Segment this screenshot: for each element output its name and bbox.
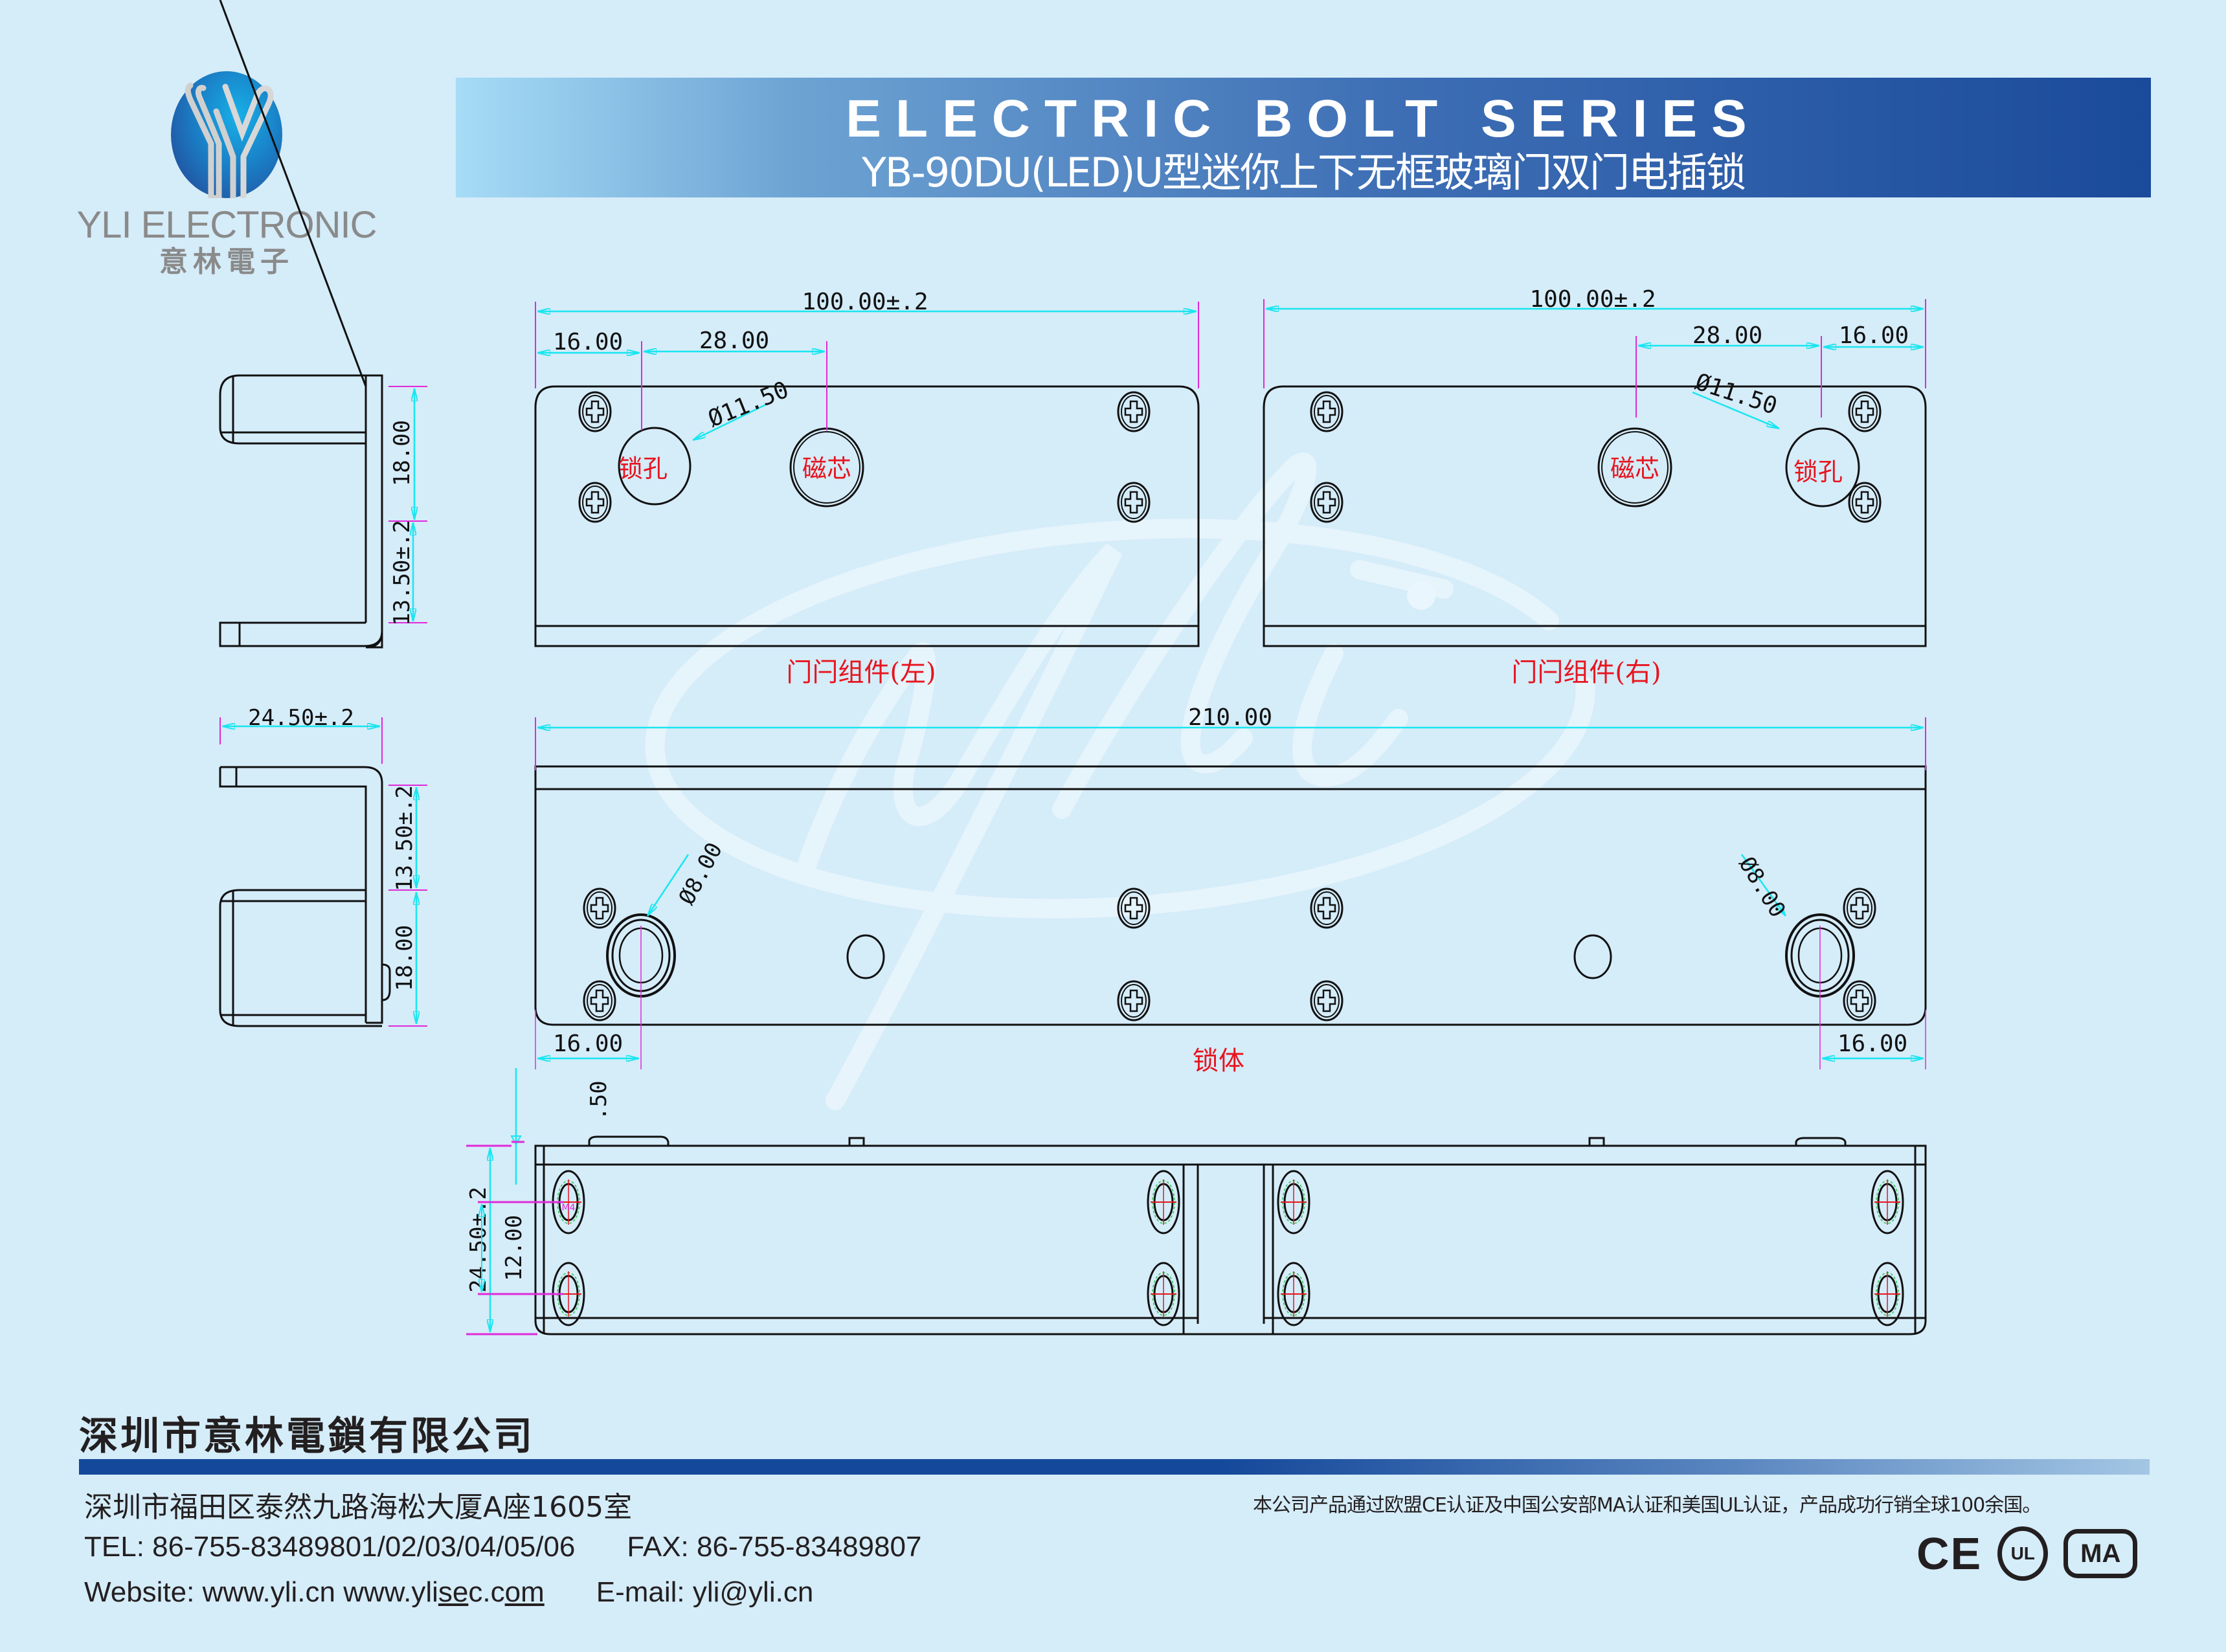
dim-led-left: Ø8.00 <box>674 838 728 909</box>
screw-icon <box>1117 980 1151 1021</box>
dim-gap-050: .50 <box>586 1080 612 1120</box>
m4-screw-hole-icon <box>1871 1262 1904 1326</box>
latch-left: 锁孔 磁芯 100.00±.2 16.00 28.00 Ø11.50 门闩组件(… <box>534 289 1200 687</box>
certification-logos: CE UL MA <box>1917 1526 2138 1581</box>
dim-side-bottom-2450: 24.50±.2 <box>248 705 354 731</box>
screw-icon <box>578 391 612 432</box>
dim-side-bottom-1350: 13.50±.2 <box>392 785 418 891</box>
m4-screw-hole-icon <box>1147 1262 1180 1326</box>
screw-icon <box>1848 391 1882 432</box>
magnet-core <box>1597 427 1672 508</box>
ul-mark-icon: UL <box>1997 1526 2049 1581</box>
m4-screw-hole-icon <box>1147 1170 1180 1234</box>
dim-latch-left-16: 16.00 <box>553 329 623 355</box>
side-view-bottom-dims: 24.50±.2 13.50±.2 18.00 <box>219 705 427 1027</box>
contact-phone-fax: TEL: 86-755-83489801/02/03/04/05/06 FAX: … <box>84 1531 921 1563</box>
bottom-view <box>534 1135 1927 1335</box>
footer-divider <box>79 1459 2150 1475</box>
dim-latch-left-diameter: Ø11.50 <box>704 377 793 433</box>
m4-screw-hole-icon <box>1277 1170 1310 1234</box>
logo-brand-name: YLI ELECTRONIC <box>76 204 377 246</box>
dim-lock-body-width: 210.00 <box>1188 704 1272 731</box>
dim-side-bottom-18: 18.00 <box>392 925 418 991</box>
company-logo: YLI ELECTRONIC 意林電子 <box>71 71 382 280</box>
screw-icon <box>578 482 612 523</box>
latch-left-label: 门闩组件(左) <box>786 658 936 687</box>
latch-right: 磁芯 锁孔 100.00±.2 28.00 16.00 Ø11.50 门闩组件(… <box>1263 286 1927 687</box>
certification-note: 本公司产品通过欧盟CE认证及中国公安部MA认证和美国UL认证，产品成功行销全球1… <box>1253 1494 2041 1517</box>
dim-latch-right-diameter: Ø11.50 <box>1692 369 1780 420</box>
ma-mark-icon: MA <box>2063 1529 2138 1578</box>
dim-side-top-1350: 13.50±.2 <box>389 520 415 626</box>
website-text-underlined: om <box>504 1576 545 1608</box>
telephone: TEL: 86-755-83489801/02/03/04/05/06 <box>84 1531 576 1563</box>
mount-hole <box>1573 934 1612 979</box>
contact-web-email: Website: www.yli.cn www.ylisec.com E-mail… <box>84 1576 813 1609</box>
lock-hole <box>1785 427 1860 508</box>
label-magnet-core-left: 磁芯 <box>802 454 851 483</box>
label-lock-hole-right: 锁孔 <box>1793 458 1843 486</box>
screw-icon <box>1843 980 1876 1021</box>
watermark-dot <box>1407 581 1435 610</box>
screw-icon <box>583 980 616 1021</box>
series-title: ELECTRIC BOLT SERIES <box>846 89 1761 148</box>
dim-latch-right-28: 28.00 <box>1692 322 1762 349</box>
m4-screw-hole-icon <box>1871 1170 1904 1234</box>
dim-latch-right-width: 100.00±.2 <box>1529 286 1656 313</box>
dim-bottom-hole-spacing: 12.00 <box>501 1215 527 1281</box>
logo-emblem <box>171 71 282 201</box>
dim-latch-right-16: 16.00 <box>1839 322 1909 349</box>
screw-icon <box>583 887 616 929</box>
website-link[interactable]: Website: www.yli.cn www.ylisec.com <box>84 1576 545 1608</box>
dim-lock-body-16-right: 16.00 <box>1838 1031 1907 1057</box>
screw-icon <box>1310 391 1343 432</box>
side-view-top <box>219 0 383 649</box>
company-address: 深圳市福田区泰然九路海松大厦A座1605室 <box>84 1491 633 1524</box>
screw-icon <box>1310 482 1343 523</box>
label-lock-hole-left: 锁孔 <box>618 454 668 483</box>
screw-icon <box>1310 887 1343 929</box>
website-text-underlined: se <box>438 1576 469 1608</box>
yli-watermark: yli <box>645 452 1595 1110</box>
model-title: YB-90DU(LED)U型迷你上下无框玻璃门双门电插锁 <box>861 149 1746 196</box>
bottom-view-dims: .50 24.50±.2 12.00 <box>466 1068 612 1335</box>
dim-latch-left-width: 100.00±.2 <box>802 289 928 315</box>
screw-icon <box>1117 391 1151 432</box>
lock-hole <box>618 427 691 506</box>
dim-lock-body-16-left: 16.00 <box>553 1031 623 1057</box>
dim-latch-left-28: 28.00 <box>699 328 769 354</box>
lock-body-label: 锁体 <box>1193 1046 1244 1076</box>
email-link[interactable]: E-mail: yli@yli.cn <box>596 1576 814 1608</box>
side-view-bottom <box>219 766 391 1027</box>
dim-side-top-18: 18.00 <box>389 420 415 486</box>
title-banner: ELECTRIC BOLT SERIES YB-90DU(LED)U型迷你上下无… <box>456 78 2151 197</box>
logo-brand-cn: 意林電子 <box>159 245 294 278</box>
ce-mark-icon: CE <box>1917 1528 1983 1579</box>
y-logo-icon <box>185 82 274 201</box>
fax: FAX: 86-755-83489807 <box>627 1531 922 1563</box>
website-text: Website: www.yli.cn www.yli <box>84 1576 438 1608</box>
screw-icon <box>1310 980 1343 1021</box>
screw-icon <box>1843 887 1876 929</box>
company-name: 深圳市意林電鎖有限公司 <box>79 1414 535 1459</box>
m4-screw-hole-icon <box>1277 1262 1310 1326</box>
screw-icon <box>1117 482 1151 523</box>
dim-led-right: Ø8.00 <box>1733 853 1790 922</box>
bottom-view-screws: M4 <box>552 1170 1904 1326</box>
side-view-top-dims: 18.00 13.50±.2 <box>388 386 427 626</box>
label-magnet-core-right: 磁芯 <box>1610 454 1659 483</box>
latch-right-label: 门闩组件(右) <box>1511 658 1661 687</box>
mount-hole <box>846 934 885 979</box>
m4-label: M4 <box>562 1203 576 1213</box>
website-text-mid: c.c <box>468 1576 505 1608</box>
